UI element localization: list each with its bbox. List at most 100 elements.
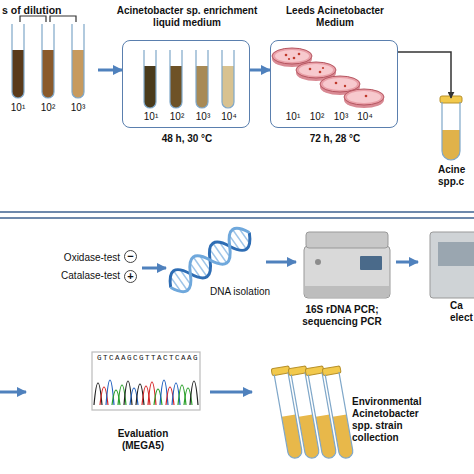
strain-tube bbox=[322, 366, 356, 460]
test-tube bbox=[42, 24, 54, 98]
petri-dish bbox=[293, 57, 296, 60]
strain-tube bbox=[305, 366, 339, 460]
thermocycler bbox=[305, 286, 389, 297]
incubation-label: 48 h, 30 °C bbox=[137, 133, 237, 145]
pcr-step: 16S rDNA PCR; sequencing PCR bbox=[296, 228, 396, 328]
test-tube bbox=[12, 24, 24, 98]
test-tube bbox=[72, 50, 84, 98]
colony-tube bbox=[440, 96, 462, 103]
petri-dish bbox=[272, 48, 312, 64]
strain-tube bbox=[271, 366, 290, 376]
result-symbol: + bbox=[124, 270, 137, 283]
strain-tube bbox=[325, 372, 354, 459]
petri-dish bbox=[322, 67, 324, 69]
petri-dish bbox=[344, 85, 346, 87]
strain-tube bbox=[288, 366, 307, 376]
colony-tube bbox=[440, 96, 462, 160]
capillary-sequencer bbox=[438, 242, 474, 266]
dna-step: DNA isolation bbox=[166, 228, 266, 302]
flow-arrow bbox=[398, 52, 451, 98]
test-tube bbox=[72, 24, 84, 98]
dilution-label: 10⁴ bbox=[217, 111, 241, 123]
box-heading: Acinetobacter sp. enrichment liquid medi… bbox=[102, 5, 272, 29]
electrophoresis-step: Ca elect bbox=[418, 228, 474, 328]
process-box: Acinetobacter sp. enrichment liquid medi… bbox=[122, 40, 250, 128]
test-tube bbox=[12, 24, 84, 98]
test-label: Catalase-test bbox=[52, 270, 120, 282]
flow-arrow bbox=[266, 261, 296, 264]
test-tube bbox=[196, 66, 208, 108]
test-tube bbox=[170, 50, 182, 108]
petri-dish bbox=[275, 50, 309, 62]
strain-tube bbox=[305, 366, 324, 376]
thermocycler bbox=[360, 256, 382, 270]
dna-helix bbox=[174, 271, 188, 291]
dilution-bracket bbox=[50, 16, 76, 22]
thermocycler bbox=[315, 259, 321, 265]
petri-dish bbox=[347, 91, 381, 103]
petri-dish bbox=[323, 78, 357, 90]
colony-tube bbox=[442, 102, 460, 160]
step-label: Evaluation (MEGA5) bbox=[108, 428, 178, 452]
test-tube bbox=[144, 50, 156, 108]
box-heading: Leeds Acinetobacter Medium bbox=[273, 5, 397, 29]
collection-step: Environmental Acinetobacter spp. strain … bbox=[252, 358, 432, 462]
test-tube bbox=[144, 50, 234, 108]
panel-frame bbox=[0, 218, 474, 474]
test-tube bbox=[196, 50, 208, 108]
chromatogram bbox=[190, 381, 198, 405]
test-tube bbox=[222, 66, 234, 108]
flow-arrow bbox=[250, 69, 270, 72]
dilution-label: 10³ bbox=[329, 111, 353, 123]
test-tube bbox=[144, 66, 156, 108]
incubation-label: 72 h, 28 °C bbox=[285, 133, 385, 145]
colony-step: Acine spp.c bbox=[428, 98, 474, 190]
dilution-label: 10² bbox=[36, 102, 60, 114]
petri-dish bbox=[285, 54, 288, 57]
dilution-label: 10² bbox=[165, 111, 189, 123]
dna-helix bbox=[233, 230, 247, 250]
petri-dish bbox=[319, 71, 322, 74]
dilution-label: 10³ bbox=[66, 102, 90, 114]
flow-arrow bbox=[142, 267, 166, 270]
petri-dish bbox=[298, 53, 301, 56]
strain-tube bbox=[322, 366, 341, 376]
capillary-sequencer bbox=[430, 232, 474, 298]
process-box: Leeds Acinetobacter Medium10¹10²10³10⁴72… bbox=[270, 40, 398, 128]
petri-dish bbox=[344, 92, 384, 108]
strain-tube bbox=[271, 366, 356, 460]
flow-arrow bbox=[396, 261, 418, 264]
step-label: Ca elect bbox=[450, 300, 474, 324]
thermocycler bbox=[304, 232, 390, 298]
flow-arrow bbox=[98, 69, 122, 72]
colony-tube bbox=[442, 130, 460, 160]
step-label: Acine spp.c bbox=[438, 164, 474, 188]
test-tube bbox=[42, 50, 54, 98]
sequence-text: GTCAAGCGTTACTCAAG bbox=[94, 354, 202, 363]
thermocycler bbox=[304, 246, 390, 298]
test-tube bbox=[222, 50, 234, 108]
dilution-bracket bbox=[20, 16, 46, 22]
petri-dish bbox=[288, 58, 290, 60]
dilution-label: 10³ bbox=[191, 111, 215, 123]
dilution-label: 10¹ bbox=[139, 111, 163, 123]
petri-dish bbox=[272, 48, 384, 108]
incoming-arrow bbox=[0, 391, 26, 394]
petri-dish bbox=[335, 82, 338, 85]
dilution-label: 10¹ bbox=[281, 111, 305, 123]
dilution-label: 10¹ bbox=[6, 102, 30, 114]
strain-tube bbox=[271, 366, 305, 460]
panel-frame bbox=[0, 0, 474, 212]
petri-dish bbox=[344, 89, 384, 105]
dilution-bracket bbox=[20, 16, 76, 22]
petri-dish bbox=[296, 62, 336, 78]
step-label: 16S rDNA PCR; sequencing PCR bbox=[290, 304, 394, 328]
step-title: s of dilution bbox=[2, 4, 98, 17]
dna-helix bbox=[213, 243, 227, 263]
strain-tube bbox=[288, 366, 322, 460]
dilution-label: 10⁴ bbox=[353, 111, 377, 123]
test-tube bbox=[12, 50, 24, 98]
evaluation-step: GTCAAGCGTTACTCAAG Evaluation (MEGA5) bbox=[86, 350, 210, 455]
